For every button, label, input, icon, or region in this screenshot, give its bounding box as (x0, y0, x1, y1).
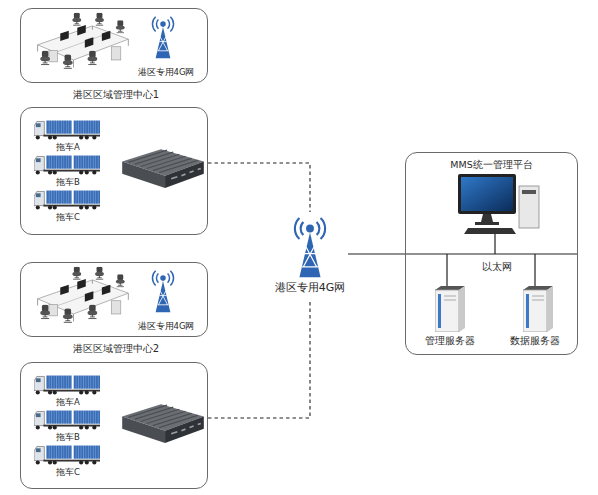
keyboard (464, 228, 516, 234)
vehicle-box: 拖车A 拖车B 拖车C (20, 362, 208, 489)
server-label: 数据服务器 (505, 335, 565, 346)
server-icon (523, 286, 553, 332)
truck-label: 拖车C (30, 212, 106, 222)
cell-tower (152, 17, 173, 58)
monitor-screen (461, 177, 513, 211)
network-label: 港区专用4G网 (121, 321, 211, 331)
container-truck (34, 156, 100, 175)
region-box: 港区专用4G网港区区域管理中心1 (20, 8, 208, 83)
industrial-pc (122, 404, 204, 443)
desktop-tower (519, 186, 539, 228)
region-box: 港区专用4G网港区区域管理中心2 (20, 262, 208, 337)
monitor-base (475, 222, 499, 225)
network-link (348, 253, 405, 254)
container-truck (34, 446, 100, 465)
vehicle-box: 拖车A 拖车B 拖车C (20, 107, 208, 235)
ethernet-drop (494, 234, 495, 254)
network-link (208, 163, 310, 212)
office-desks (38, 267, 129, 323)
container-truck (34, 121, 100, 140)
truck-label: 拖车A (30, 142, 106, 152)
container-truck (34, 411, 100, 430)
center-heading: 港区区域管理中心2 (21, 343, 211, 355)
container-truck (34, 376, 100, 395)
server-node: 管理服务器 (420, 284, 480, 354)
ethernet-drop (446, 254, 447, 288)
truck-label: 拖车A (30, 397, 106, 407)
server-node: 数据服务器 (505, 284, 565, 354)
ethernet-drop (534, 254, 535, 288)
center-heading: 港区区域管理中心1 (21, 89, 211, 101)
platform-box: MMS统一管理平台管理服务器 数据服务器 (405, 152, 578, 355)
industrial-pc (122, 149, 204, 188)
cell-tower (295, 218, 325, 277)
network-label: 以太网 (467, 261, 527, 273)
ethernet-bus (405, 253, 578, 254)
office-desks (38, 13, 129, 69)
server-label: 管理服务器 (420, 335, 480, 346)
truck-label: 拖车B (30, 177, 106, 187)
truck-label: 拖车C (30, 467, 106, 477)
truck-label: 拖车B (30, 432, 106, 442)
monitor-frame (458, 174, 516, 214)
server-icon (435, 286, 465, 332)
desktop-drive (522, 190, 536, 194)
monitor-stand (481, 214, 493, 222)
network-tower: 港区专用4G网 (272, 212, 348, 300)
cell-tower (152, 271, 173, 312)
network-link (208, 300, 310, 418)
network-label: 港区专用4G网 (260, 281, 360, 294)
network-label: 港区专用4G网 (121, 67, 211, 77)
platform-label: MMS统一管理平台 (406, 159, 577, 170)
container-truck (34, 191, 100, 210)
